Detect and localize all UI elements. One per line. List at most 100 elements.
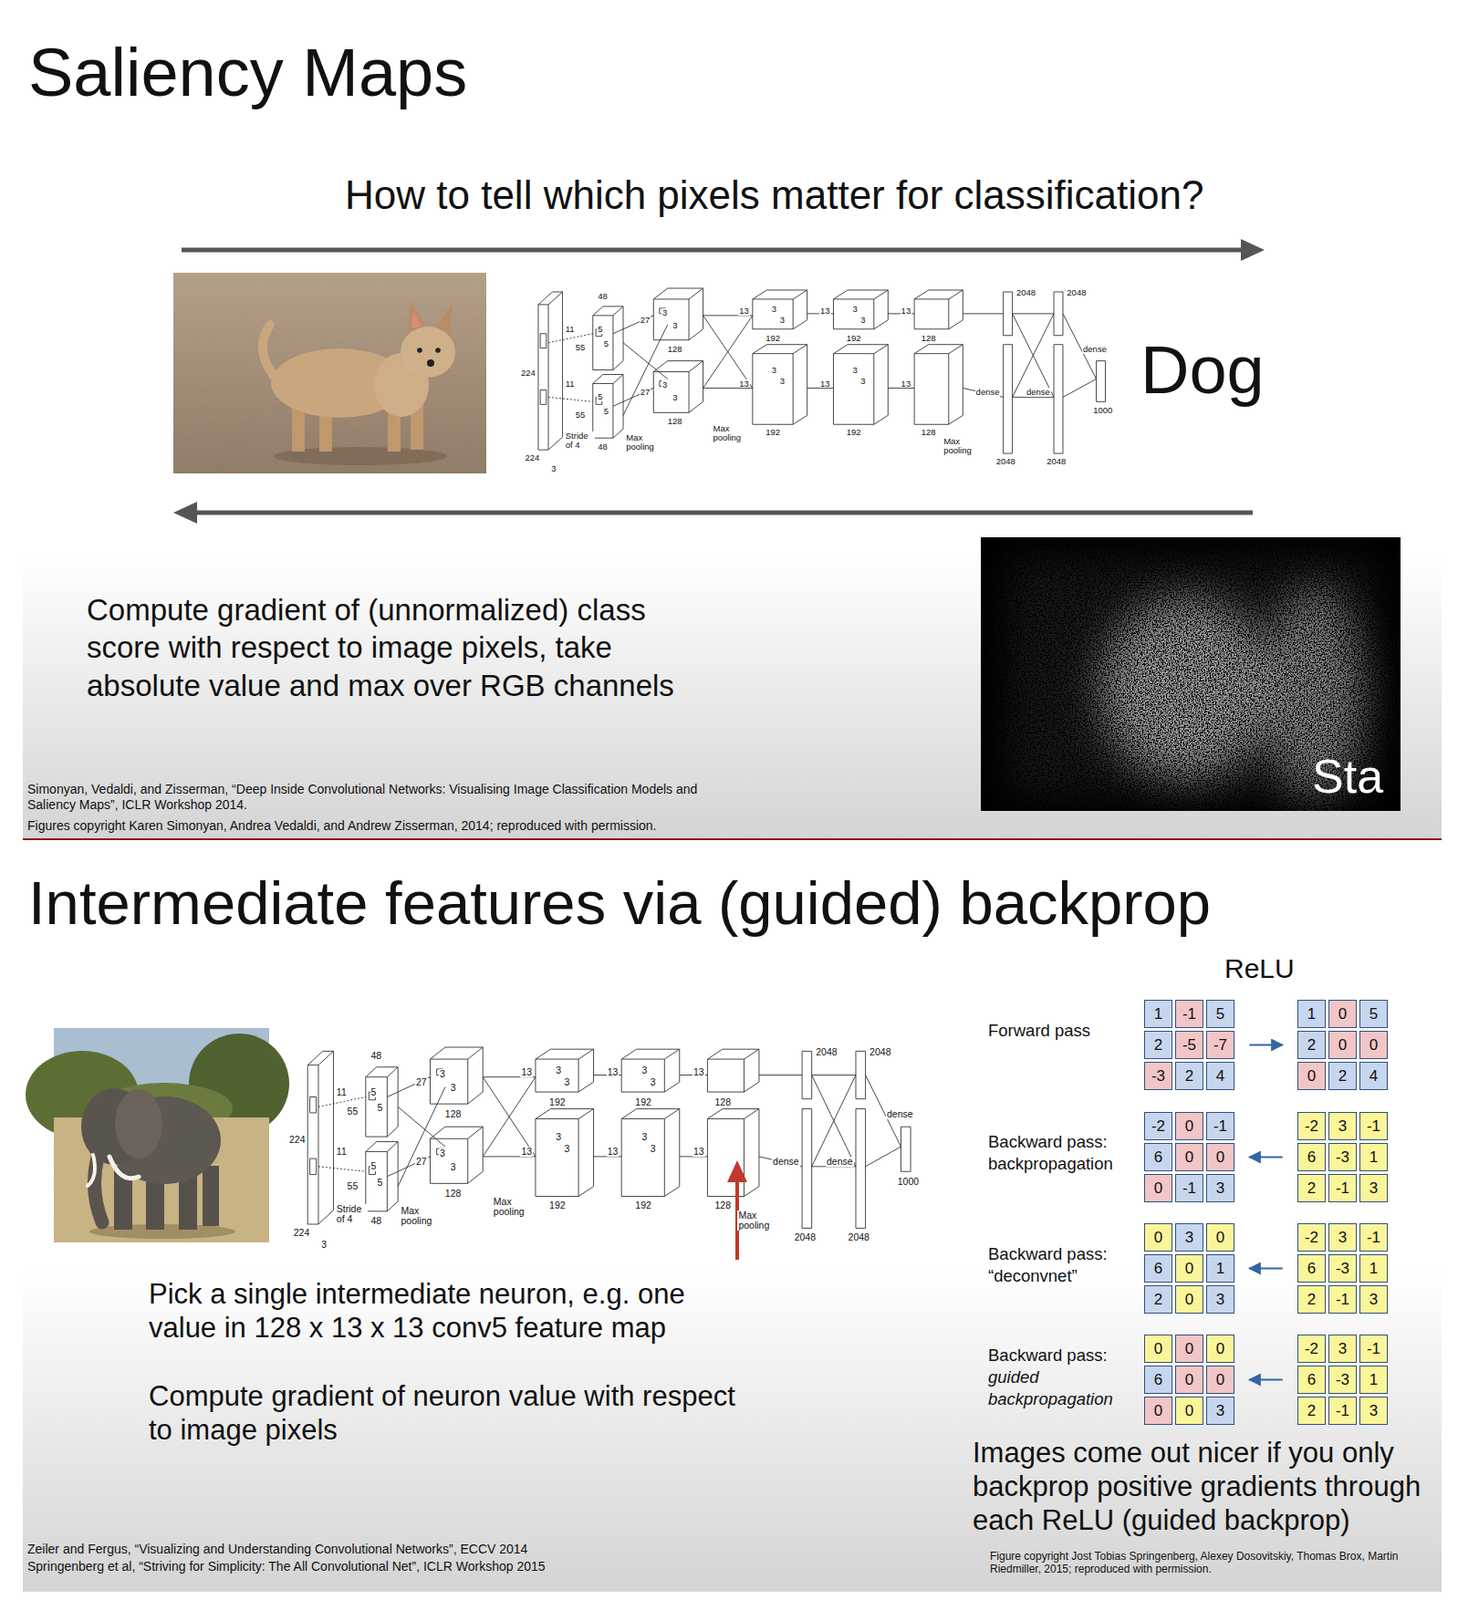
layer-dimension: 3 — [661, 380, 668, 390]
citation: Springenberg et al, “Striving for Simpli… — [27, 1559, 546, 1575]
elephant-leg — [202, 1166, 219, 1227]
layer-dimension: 3 — [779, 315, 786, 325]
layer-dimension: 13 — [900, 306, 913, 316]
grid-cell: -3 — [1328, 1365, 1357, 1395]
alexnet-figure — [538, 288, 1106, 454]
flow-arrow — [1249, 1044, 1282, 1047]
grid-cell: 3 — [1328, 1334, 1357, 1364]
layer-dimension: 2048 — [1065, 288, 1087, 298]
grid-cell: 0 — [1206, 1334, 1235, 1364]
layer-dimension: 5 — [596, 392, 604, 402]
grid-cell: 1 — [1359, 1365, 1388, 1395]
row-label: Backward pass: backpropagation — [988, 1131, 1125, 1176]
grid-cell: 0 — [1297, 1062, 1326, 1091]
photo-texture — [173, 272, 487, 474]
layer-dimension: 224 — [292, 1228, 312, 1239]
layer-dimension: 1000 — [896, 1176, 920, 1188]
layer-annotation: dense — [1082, 344, 1108, 355]
layer-dimension: 128 — [666, 344, 684, 355]
layer-dimension: 2048 — [793, 1232, 817, 1243]
grid-cell: 2 — [1297, 1174, 1326, 1203]
citation: Zeiler and Fergus, “Visualizing and Unde… — [27, 1541, 528, 1558]
slide-text: Compute gradient of neuron value with re… — [148, 1379, 756, 1448]
grid-cell: 0 — [1175, 1396, 1204, 1426]
citation: Simonyan, Vedaldi, and Zisserman, “Deep … — [27, 781, 744, 813]
layer-annotation: Max pooling — [400, 1206, 441, 1227]
grid-cell: -1 — [1328, 1174, 1357, 1203]
row-label: Forward pass — [988, 1020, 1091, 1042]
layer-dimension: 2048 — [995, 457, 1017, 467]
saliency-ground — [980, 537, 1401, 812]
layer-dimension: 27 — [639, 315, 652, 325]
layer-dimension: 48 — [596, 291, 609, 302]
relu-grid: 000600003 — [1142, 1333, 1237, 1427]
layer-dimension: 3 — [438, 1069, 447, 1080]
layer-annotation: dense — [1025, 387, 1052, 397]
photo-ground — [173, 272, 487, 474]
arrow-head — [173, 501, 198, 524]
layer-dimension: 3 — [671, 321, 678, 331]
layer-dimension: 128 — [920, 333, 938, 344]
grid-cell: 3 — [1359, 1174, 1388, 1203]
layer-dimension: 5 — [603, 406, 610, 417]
layer-dimension: 1000 — [1092, 406, 1114, 416]
layer-dimension: 11 — [335, 1087, 348, 1098]
citation: Figure copyright Jost Tobias Springenber… — [989, 1550, 1428, 1577]
grid-cell: 0 — [1328, 1031, 1357, 1060]
elephant-tusk — [87, 1155, 95, 1187]
grid-cell: -1 — [1206, 1112, 1235, 1141]
grid-cell: 0 — [1175, 1254, 1204, 1283]
layer-dimension: 192 — [764, 333, 782, 344]
layer-dimension: 13 — [738, 306, 750, 316]
backward-arrow — [195, 510, 1253, 516]
grid-cell: 3 — [1359, 1396, 1388, 1426]
grid-cell: 3 — [1328, 1223, 1357, 1252]
grid-cell: 0 — [1144, 1174, 1173, 1203]
grid-cell: -3 — [1144, 1062, 1173, 1091]
layer-dimension: 2048 — [814, 1047, 838, 1058]
arrow-head — [1240, 239, 1265, 261]
layer-dimension: 27 — [415, 1156, 428, 1167]
connector-layer — [1249, 1045, 1282, 1381]
layer-dimension: 13 — [819, 379, 832, 389]
grid-cell: 0 — [1144, 1396, 1173, 1426]
forward-arrow — [181, 248, 1243, 253]
grid-cell: 6 — [1297, 1254, 1326, 1283]
layer-dimension: 5 — [376, 1177, 385, 1188]
grid-cell: 2 — [1328, 1062, 1357, 1091]
layer-dimension: 55 — [346, 1106, 360, 1117]
dog-nose — [426, 359, 435, 367]
slide-title: Intermediate features via (guided) backp… — [28, 866, 1211, 940]
elephant-tusk — [109, 1156, 139, 1179]
layer-annotation: Max pooling — [712, 424, 751, 443]
flow-arrow — [1249, 1268, 1282, 1271]
grid-cell: 0 — [1175, 1143, 1204, 1172]
grid-cell: 6 — [1297, 1365, 1326, 1395]
row-label: guided backpropagation — [988, 1366, 1125, 1411]
layer-annotation: dense — [885, 1109, 915, 1120]
grid-cell: 1 — [1359, 1143, 1388, 1172]
grid-cell: 5 — [1359, 999, 1388, 1029]
layer-dimension: 48 — [370, 1051, 384, 1062]
layer-annotation: Stride of 4 — [335, 1204, 368, 1225]
flow-arrow — [1249, 1379, 1282, 1382]
alexnet-figure — [307, 1047, 911, 1229]
row-label: Backward pass: — [988, 1344, 1108, 1367]
slide-text: Compute gradient of (unnormalized) class… — [86, 591, 708, 705]
layer-dimension: 55 — [574, 410, 587, 420]
layer-dimension: 3 — [661, 308, 668, 318]
layer-annotation: dense — [975, 387, 1001, 397]
grid-cell: -2 — [1144, 1112, 1173, 1141]
layer-dimension: 13 — [520, 1146, 533, 1157]
layer-dimension: 3 — [563, 1144, 572, 1155]
layer-dimension: 13 — [692, 1146, 706, 1157]
arrow-head — [727, 1160, 748, 1183]
grid-cell: 5 — [1206, 999, 1235, 1029]
layer-dimension: 192 — [634, 1097, 653, 1108]
saliency-map — [980, 537, 1401, 812]
dog-eye — [416, 347, 423, 354]
grid-cell: 2 — [1297, 1285, 1326, 1314]
grid-cell: 0 — [1206, 1365, 1235, 1395]
grid-cell: -1 — [1359, 1334, 1388, 1364]
